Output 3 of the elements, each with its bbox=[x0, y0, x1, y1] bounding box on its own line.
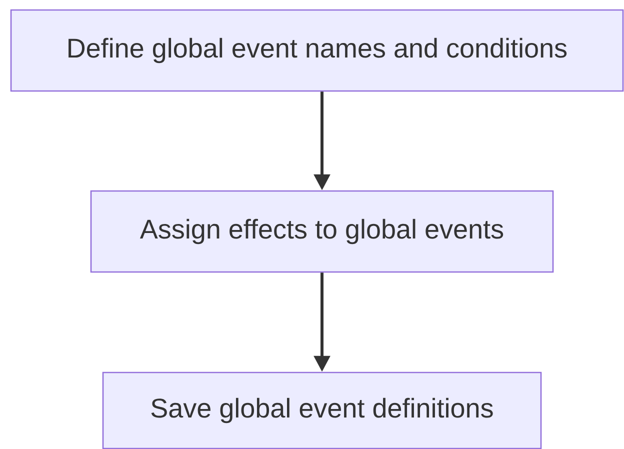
process-box: Save global event definitions bbox=[102, 372, 542, 449]
process-box: Define global event names and conditions bbox=[10, 9, 624, 92]
process-box: Assign effects to global events bbox=[90, 190, 554, 273]
